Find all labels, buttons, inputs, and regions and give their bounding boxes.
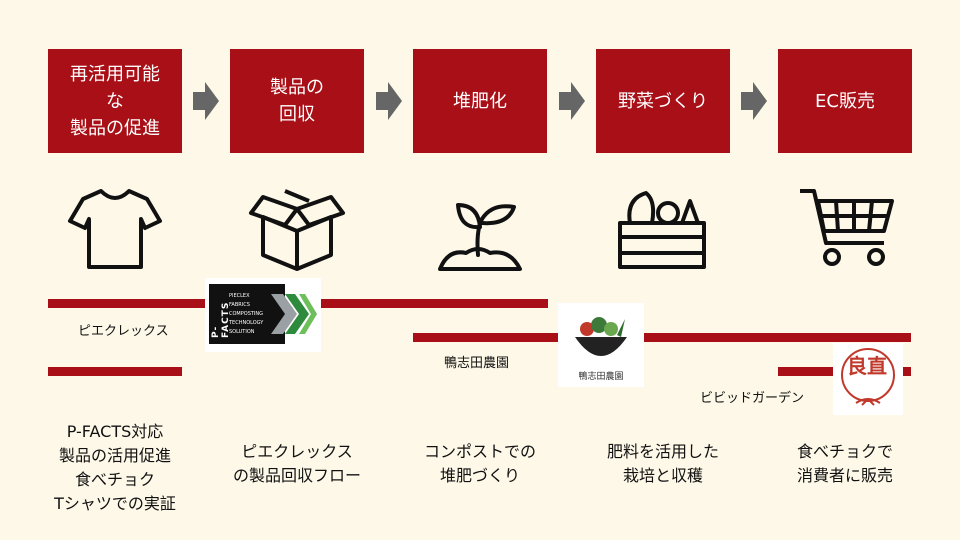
pfacts-logo-line: SOLUTION [229, 329, 255, 335]
description-ec-sales: 食べチョクで 消費者に販売 [796, 442, 893, 485]
step-vegetable-growing: 野菜づくり [596, 49, 730, 153]
pfacts-logo-line: FABRICS [229, 302, 250, 308]
step-collection: 製品の 回収 [230, 49, 364, 153]
pfacts-logo: P-FACTS PIECLEX FABRICS COMPOSTING TECHN… [205, 278, 321, 352]
vegetable-crate-icon [618, 191, 706, 269]
arrow-right-icon [559, 82, 585, 120]
arrow-right-icon [741, 82, 767, 120]
pfacts-logo-line: TECHNOLOGY [229, 320, 264, 326]
pfacts-chevrons-icon [271, 294, 317, 334]
kamoshida-span-bar [413, 333, 911, 342]
kamoshida-bowl-icon [575, 317, 627, 356]
description-collection: ピエクレックス の製品回収フロー [232, 442, 361, 485]
pfacts-logo-line: PIECLEX [229, 293, 250, 299]
partner-label-vivid: ビビッドガーデン [700, 391, 805, 406]
tshirt-icon [68, 189, 162, 269]
piecelex-lower-bar [48, 367, 182, 376]
sprout-icon [438, 203, 522, 271]
step-composting: 堆肥化 [413, 49, 547, 153]
step-ec-sales: EC販売 [778, 49, 912, 153]
box-icon [249, 189, 345, 271]
vivid-seal-icon [841, 348, 895, 406]
partner-label-piecelex: ピエクレックス [78, 324, 169, 339]
kamoshida-logo-caption: 鴨志田農園 [578, 372, 624, 382]
arrow-right-icon [376, 82, 402, 120]
partner-label-kamoshida: 鴨志田農園 [444, 356, 510, 371]
vivid-garden-logo: 良直 [833, 343, 903, 415]
step-reuse-promotion: 再活用可能 な 製品の促進 [48, 49, 182, 153]
shopping-cart-icon [800, 189, 894, 266]
description-cultivation: 肥料を活用した 栽培と収穫 [606, 442, 719, 485]
vivid-mark-char: 良 [847, 354, 867, 378]
description-reuse-promotion: P-FACTS対応 製品の活用促進 食べチョク Tシャツでの実証 [54, 422, 176, 513]
pfacts-logo-title: P-FACTS [211, 301, 231, 338]
pfacts-logo-line: COMPOSTING [229, 311, 264, 317]
kamoshida-logo: 鴨志田農園 [558, 303, 644, 387]
arrow-right-icon [193, 82, 219, 120]
description-composting: コンポストでの 堆肥づくり [423, 442, 536, 485]
vivid-mark-char: 直 [867, 354, 887, 378]
